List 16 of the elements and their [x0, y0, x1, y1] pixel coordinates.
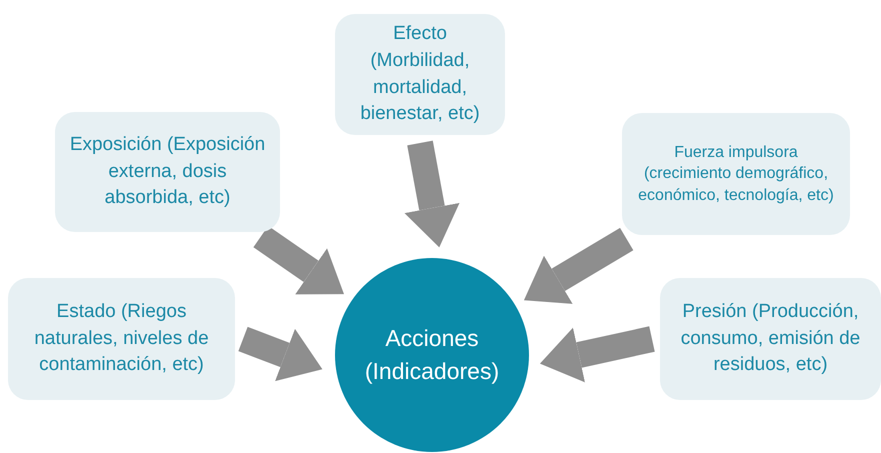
node-text: Estado (Riegos naturales, niveles de contaminación, etc)	[33, 300, 210, 378]
info-box	[622, 113, 850, 235]
node-text: Presión (Producción, consumo, emisión de residuos, etc)	[680, 300, 862, 378]
block-arrow	[253, 226, 344, 294]
info-box	[660, 278, 881, 400]
node-text: Acciones (Indicadores)	[364, 324, 500, 386]
block-arrow	[540, 326, 655, 382]
info-box	[55, 112, 280, 232]
block-arrow	[238, 326, 322, 382]
node-text: Efecto (Morbilidad, mortalidad, bienestar, etc)	[359, 22, 481, 126]
info-box	[335, 14, 505, 135]
block-arrow	[404, 140, 460, 248]
block-arrow	[524, 228, 634, 304]
info-box	[8, 278, 235, 400]
node-text: Fuerza impulsora (crecimiento demográfico, económico, tecnología, etc)	[637, 142, 835, 206]
node-text: Exposición (Exposición externa, dosis absorbida, etc)	[68, 133, 266, 210]
